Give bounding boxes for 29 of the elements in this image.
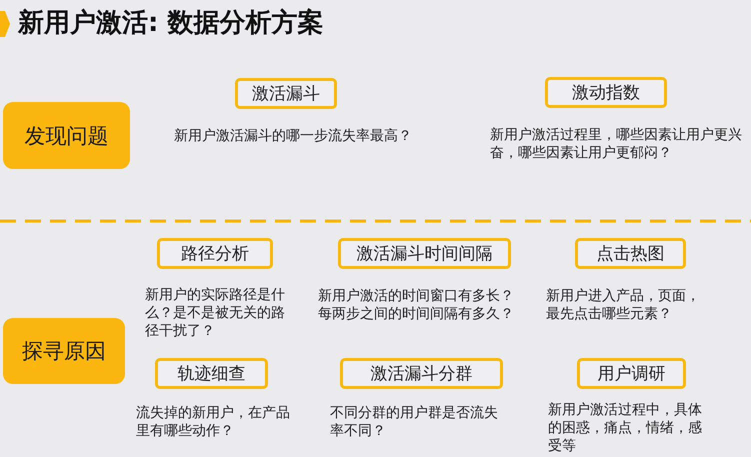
category-label: 发现问题 <box>24 122 108 150</box>
method-label: 激活漏斗时间间隔 <box>356 243 492 265</box>
question-text: 新用户激活的时间窗口有多长？每两步之间的时间间隔有多久？ <box>318 287 515 323</box>
question-text: 新用户进入产品，页面，最先点击哪些元素？ <box>546 287 701 323</box>
category-box <box>3 318 125 384</box>
method-box <box>575 238 686 269</box>
question-text: 流失掉的新用户，在产品里有哪些动作？ <box>136 404 291 440</box>
method-label: 轨迹细查 <box>178 363 246 385</box>
category-box <box>3 102 130 169</box>
question-text: 不同分群的用户群是否流失率不同？ <box>330 404 499 440</box>
method-label: 激活漏斗分群 <box>370 363 472 385</box>
page-title: 新用户激活: 数据分析方案 <box>18 7 324 40</box>
method-box <box>338 238 511 269</box>
method-box <box>545 77 667 108</box>
method-box <box>155 358 268 389</box>
method-box <box>157 238 273 269</box>
category-label: 探寻原因 <box>22 338 106 365</box>
question-text: 新用户激活漏斗的哪一步流失率最高？ <box>174 127 413 145</box>
question-text: 新用户激活过程中，具体的困惑，痛点，情绪，感受等 <box>548 401 703 455</box>
method-box <box>235 78 337 109</box>
method-label: 激活漏斗 <box>252 83 320 105</box>
method-label: 路径分析 <box>181 243 249 265</box>
method-label: 用户调研 <box>598 363 666 385</box>
question-text: 新用户的实际路径是什么？是不是被无关的路径干扰了？ <box>145 286 286 340</box>
question-text: 新用户激活过程里，哪些因素让用户更兴奋，哪些因素让用户更郁闷？ <box>490 126 743 162</box>
method-label: 点击热图 <box>596 243 664 265</box>
method-box <box>340 358 503 389</box>
method-label: 激动指数 <box>572 82 640 104</box>
method-box <box>577 358 686 389</box>
